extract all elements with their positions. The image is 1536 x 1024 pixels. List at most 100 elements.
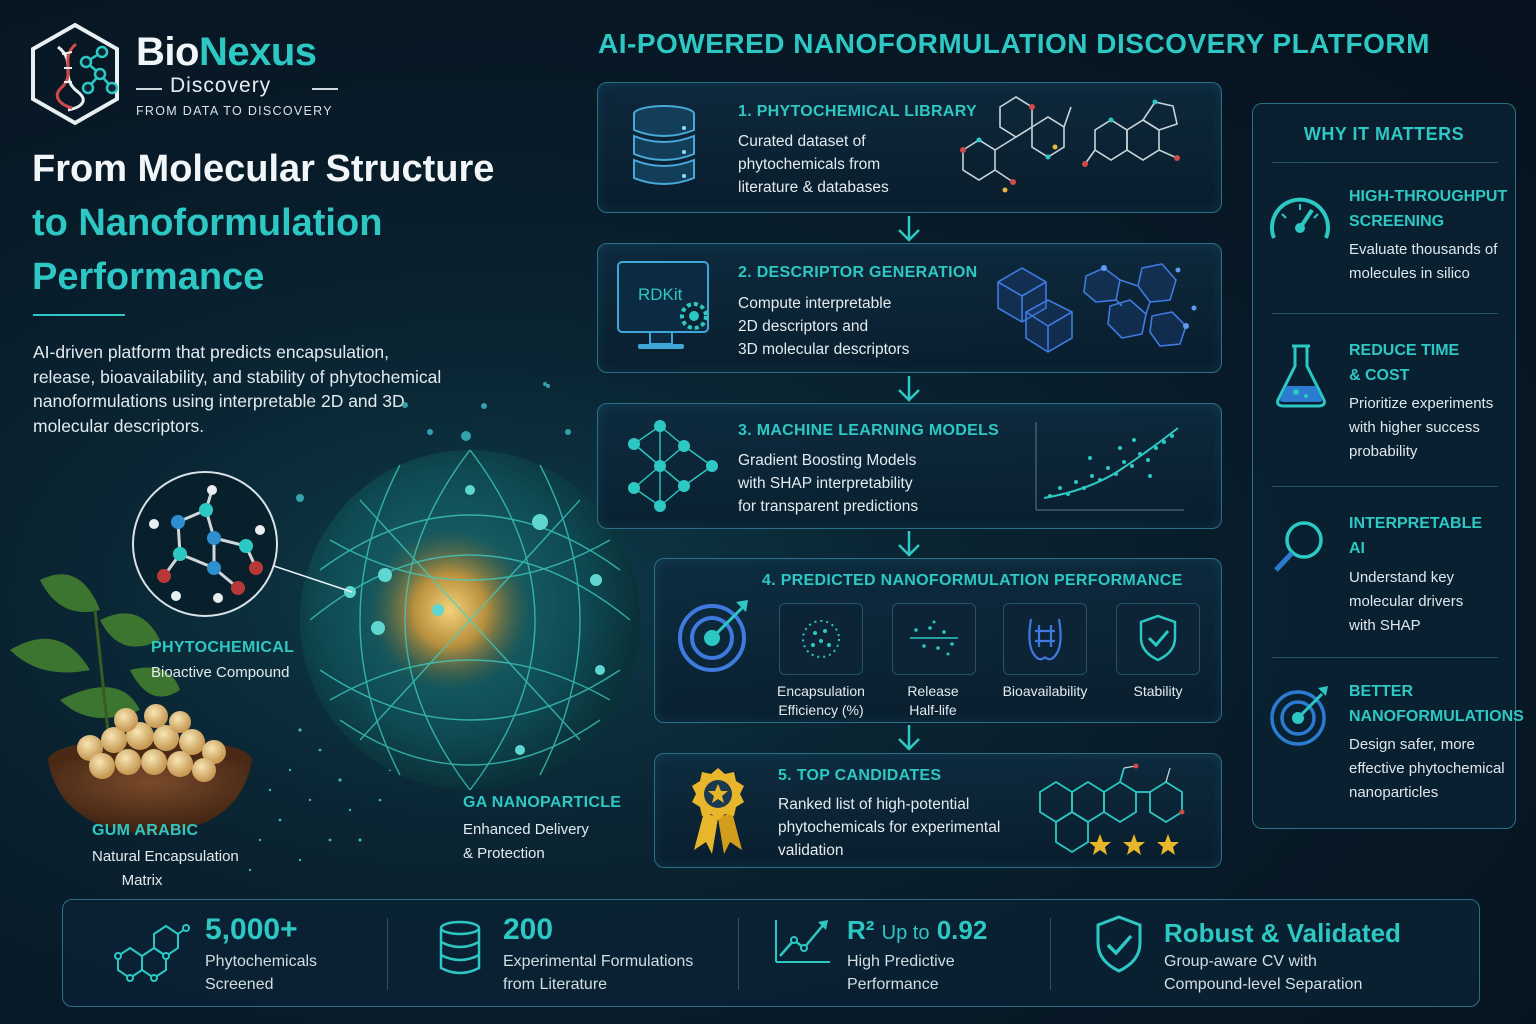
target-arrow-icon	[1270, 686, 1328, 746]
stats-bar	[62, 899, 1480, 1007]
rating-stars-icon	[1089, 834, 1179, 855]
step-card-phytochemical-library	[597, 82, 1222, 213]
stat-3-r2: R²	[847, 915, 875, 945]
flow-arrow-3-icon	[898, 531, 920, 557]
why-item-2-heading-1: REDUCE TIME	[1349, 342, 1460, 359]
why-item-1-text-1: Evaluate thousands of	[1349, 241, 1498, 258]
gum-arabic-sublabel: Natural Encapsulation Matrix	[92, 845, 272, 893]
why-item-3-heading-2: AI	[1349, 540, 1365, 557]
brand-tagline: FROM DATA TO DISCOVERY	[136, 104, 333, 118]
step-3-line-2: with SHAP interpretability	[738, 475, 913, 492]
step-2-text: Compute interpretable 2D descriptors and…	[738, 292, 909, 361]
flow-arrow-1-icon	[898, 216, 920, 242]
why-item-4-text-1: Design safer, more	[1349, 736, 1475, 753]
brand-sub-rule-left	[136, 88, 162, 90]
step-1-text: Curated dataset of phytochemicals from l…	[738, 130, 889, 199]
award-ribbon-icon	[692, 768, 744, 854]
why-divider-0	[1272, 162, 1498, 163]
brand-name: BioNexus	[136, 30, 317, 75]
stat-2-line-1: Experimental Formulations	[503, 953, 694, 970]
flask-icon	[1276, 344, 1326, 408]
why-item-2-heading-2: & COST	[1349, 367, 1410, 384]
encapsulation-dots-icon	[802, 620, 840, 658]
intestine-icon	[1028, 618, 1062, 661]
step-5-line-2: phytochemicals for experimental	[778, 819, 1001, 836]
speedometer-icon	[1270, 197, 1330, 239]
metric-label-stability: Stability	[1133, 683, 1183, 699]
stat-3-line-1: High Predictive	[847, 953, 955, 970]
hero-line-3: Performance	[32, 256, 265, 298]
why-item-2-text-1: Prioritize experiments	[1349, 395, 1494, 412]
metric-label-encapsulation: Encapsulation Efficiency (%)	[756, 682, 886, 720]
why-divider-3	[1272, 657, 1498, 658]
stat-divider-2	[738, 918, 739, 990]
stat-1-value: 5,000+	[205, 913, 298, 946]
step-1-line-2: phytochemicals from	[738, 156, 881, 173]
step-2-line-3: 3D molecular descriptors	[738, 341, 910, 358]
why-divider-2	[1272, 486, 1498, 487]
stat-3-line-2: Performance	[847, 976, 939, 993]
stat-2-line-2: from Literature	[503, 976, 608, 993]
stat-4-value: Robust & Validated	[1164, 918, 1401, 948]
step-2-line-2: 2D descriptors and	[738, 318, 869, 335]
step-1-line-1: Curated dataset of	[738, 133, 866, 150]
phytochemical-label: PHYTOCHEMICAL	[151, 639, 295, 656]
flow-arrow-2-icon	[898, 376, 920, 402]
release-particles-icon	[910, 620, 958, 656]
why-item-1-text-2: molecules in silico	[1349, 265, 1470, 282]
hero-description: AI-driven platform that predicts encapsu…	[33, 342, 442, 436]
stat-4-line-2: Compound-level Separation	[1164, 976, 1363, 993]
step-5-line-3: validation	[778, 842, 844, 859]
step-3-line-1: Gradient Boosting Models	[738, 452, 917, 469]
gum-arabic-sublabel-2: Matrix	[121, 872, 163, 889]
ga-nanoparticle-label: GA NANOPARTICLE	[463, 794, 622, 811]
platform-title: AI-POWERED NANOFORMULATION DISCOVERY PLA…	[598, 28, 1430, 59]
why-it-matters-title: WHY IT MATTERS	[1303, 124, 1465, 144]
step-3-text: Gradient Boosting Models with SHAP inter…	[738, 449, 918, 518]
why-item-2-text: Prioritize experiments with higher succe…	[1349, 392, 1509, 464]
stat-divider-3	[1050, 918, 1051, 990]
why-item-4-heading: BETTER NANOFORMULATIONS	[1349, 679, 1524, 729]
gum-arabic-label: GUM ARABIC	[92, 822, 199, 839]
hero-line-1: From Molecular Structure	[32, 148, 495, 190]
why-item-4-text-3: nanoparticles	[1349, 784, 1439, 801]
metric-label-release: Release Half-life	[868, 682, 998, 720]
target-icon	[678, 600, 748, 672]
stat-1-line-2: Screened	[205, 976, 274, 993]
stat-2-value: 200	[503, 913, 554, 946]
stat-4-text: Group-aware CV with Compound-level Separ…	[1164, 950, 1362, 996]
why-item-2-text-3: probability	[1349, 443, 1418, 460]
gum-arabic-sublabel-1: Natural Encapsulation	[92, 848, 239, 865]
step-3-line-3: for transparent predictions	[738, 498, 919, 515]
nanoparticle-scene-illustration	[10, 382, 640, 872]
stat-4-line-1: Group-aware CV with	[1164, 953, 1317, 970]
metric-label-release-2: Half-life	[909, 702, 957, 718]
step-4-title: 4. PREDICTED NANOFORMULATION PERFORMANCE	[762, 572, 1183, 589]
hero-headline: From Molecular Structure to Nanoformulat…	[32, 142, 494, 304]
why-item-4-heading-1: BETTER	[1349, 683, 1413, 700]
why-item-1-text: Evaluate thousands of molecules in silic…	[1349, 238, 1509, 286]
why-item-3-text-1: Understand key	[1349, 569, 1455, 586]
brand-name-part1: Bio	[136, 30, 199, 74]
step-card-machine-learning	[597, 403, 1222, 529]
step-5-line-1: Ranked list of high-potential	[778, 796, 970, 813]
why-item-1-heading-1: HIGH-THROUGHPUT	[1349, 188, 1508, 205]
why-item-3-heading: INTERPRETABLE AI	[1349, 511, 1482, 561]
step-5-title: 5. TOP CANDIDATES	[778, 767, 942, 784]
step-2-line-1: Compute interpretable	[738, 295, 892, 312]
metric-label-encapsulation-2: Efficiency (%)	[778, 702, 864, 718]
why-item-4-heading-2: NANOFORMULATIONS	[1349, 708, 1524, 725]
step-3-title: 3. MACHINE LEARNING MODELS	[738, 422, 1000, 439]
trend-chart-icon	[775, 920, 830, 963]
stat-1-line-1: Phytochemicals	[205, 953, 318, 970]
ga-nanoparticle-sublabel-2: & Protection	[463, 845, 545, 862]
why-item-1-heading-2: SCREENING	[1349, 213, 1445, 230]
why-item-4-text-2: effective phytochemical	[1349, 760, 1505, 777]
why-item-3-text-2: molecular drivers	[1349, 593, 1464, 610]
candidate-molecules-icon	[1039, 763, 1185, 854]
database-stack-icon	[439, 920, 481, 975]
why-item-3-text: Understand key molecular drivers with SH…	[1349, 566, 1509, 638]
flow-arrow-4-icon	[898, 725, 920, 751]
step-1-title: 1. PHYTOCHEMICAL LIBRARY	[738, 103, 977, 120]
rdkit-label: RDKit	[638, 285, 683, 304]
